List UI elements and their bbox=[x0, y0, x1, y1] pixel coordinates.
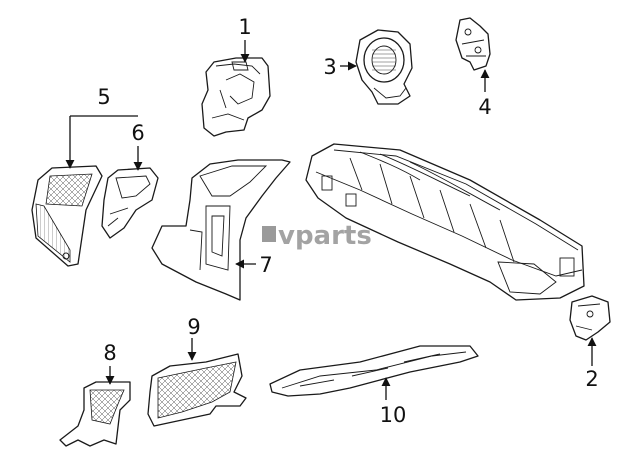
part-5-grille-panel bbox=[31, 165, 103, 267]
part-1-duct bbox=[201, 57, 271, 137]
part-3-blower bbox=[355, 29, 413, 105]
callout-1: 1 bbox=[238, 15, 251, 39]
callout-7: 7 bbox=[259, 253, 272, 277]
callout-8: 8 bbox=[103, 341, 116, 365]
callout-2: 2 bbox=[585, 367, 598, 391]
callout-4: 4 bbox=[478, 95, 491, 119]
callout-10: 10 bbox=[380, 403, 407, 427]
part-6-small-duct bbox=[101, 167, 159, 239]
part-10-under-tray bbox=[269, 345, 479, 397]
leader-lines bbox=[65, 40, 597, 400]
callout-6: 6 bbox=[131, 121, 144, 145]
watermark-logo: vparts bbox=[262, 221, 372, 251]
part-2-bracket bbox=[569, 295, 611, 341]
part-4-bracket bbox=[455, 17, 491, 71]
callout-5: 5 bbox=[97, 85, 110, 109]
callout-9: 9 bbox=[187, 315, 200, 339]
callout-3: 3 bbox=[323, 55, 336, 79]
battery-pack bbox=[305, 143, 585, 301]
watermark-logo-icon bbox=[262, 226, 276, 242]
watermark-text: vparts bbox=[278, 221, 372, 251]
callout-labels: 1 2 3 4 5 6 7 8 9 10 bbox=[97, 15, 598, 427]
part-8-rear-trim bbox=[59, 381, 131, 447]
part-9-long-trim bbox=[147, 353, 247, 427]
part-7-side-trim bbox=[151, 159, 291, 301]
